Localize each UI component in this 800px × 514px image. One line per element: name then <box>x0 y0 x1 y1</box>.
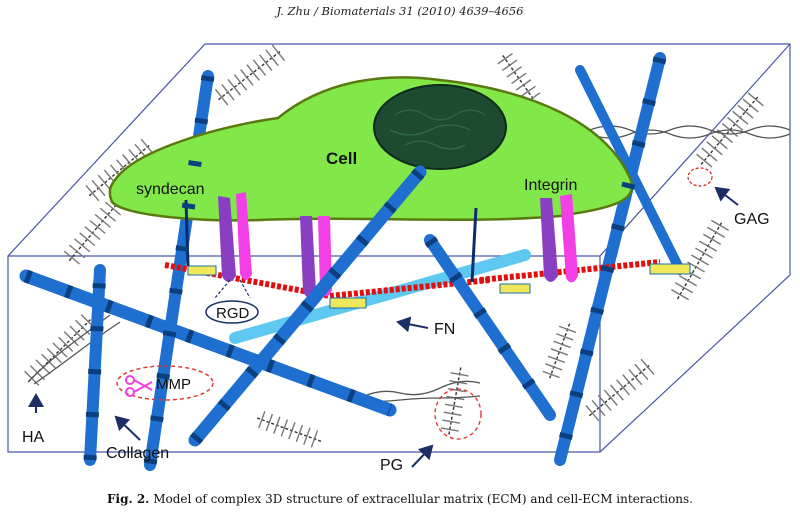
label-ha: HA <box>22 429 45 446</box>
nucleus-texture <box>389 109 486 150</box>
mmp-marker <box>116 365 214 401</box>
running-head: J. Zhu / Biomaterials 31 (2010) 4639–465… <box>276 4 524 18</box>
pg-highlight <box>434 388 482 440</box>
cell-body <box>108 76 634 222</box>
rgd-marker <box>205 279 259 324</box>
gag-highlight <box>687 167 713 187</box>
syndecan-receptors <box>184 199 478 283</box>
cell <box>108 76 634 222</box>
gag-chains <box>24 44 764 448</box>
label-mmp: MMP <box>156 376 191 393</box>
figure-caption: Fig. 2. Model of complex 3D structure of… <box>0 492 800 506</box>
label-collagen: Collagen <box>106 445 169 462</box>
label-pg: PG <box>380 457 403 474</box>
ecm-model-figure: Cell syndecan Integrin GAG RGD FN MMP HA… <box>0 30 800 475</box>
figure-drawing: Cell syndecan Integrin GAG RGD FN MMP HA… <box>7 43 791 474</box>
label-integrin: Integrin <box>524 177 577 194</box>
label-arrows <box>28 186 739 468</box>
nucleus <box>373 84 507 170</box>
label-fn: FN <box>434 321 455 338</box>
scissors-icon <box>125 375 153 397</box>
fn-light-fiber <box>229 249 531 344</box>
label-syndecan: syndecan <box>136 181 205 198</box>
label-rgd: RGD <box>216 305 250 322</box>
caption-label: Fig. 2. <box>107 492 150 506</box>
caption-text: Model of complex 3D structure of extrace… <box>153 492 693 506</box>
label-gag: GAG <box>734 211 770 228</box>
label-cell: Cell <box>326 149 357 168</box>
collagen-bands <box>23 56 667 466</box>
